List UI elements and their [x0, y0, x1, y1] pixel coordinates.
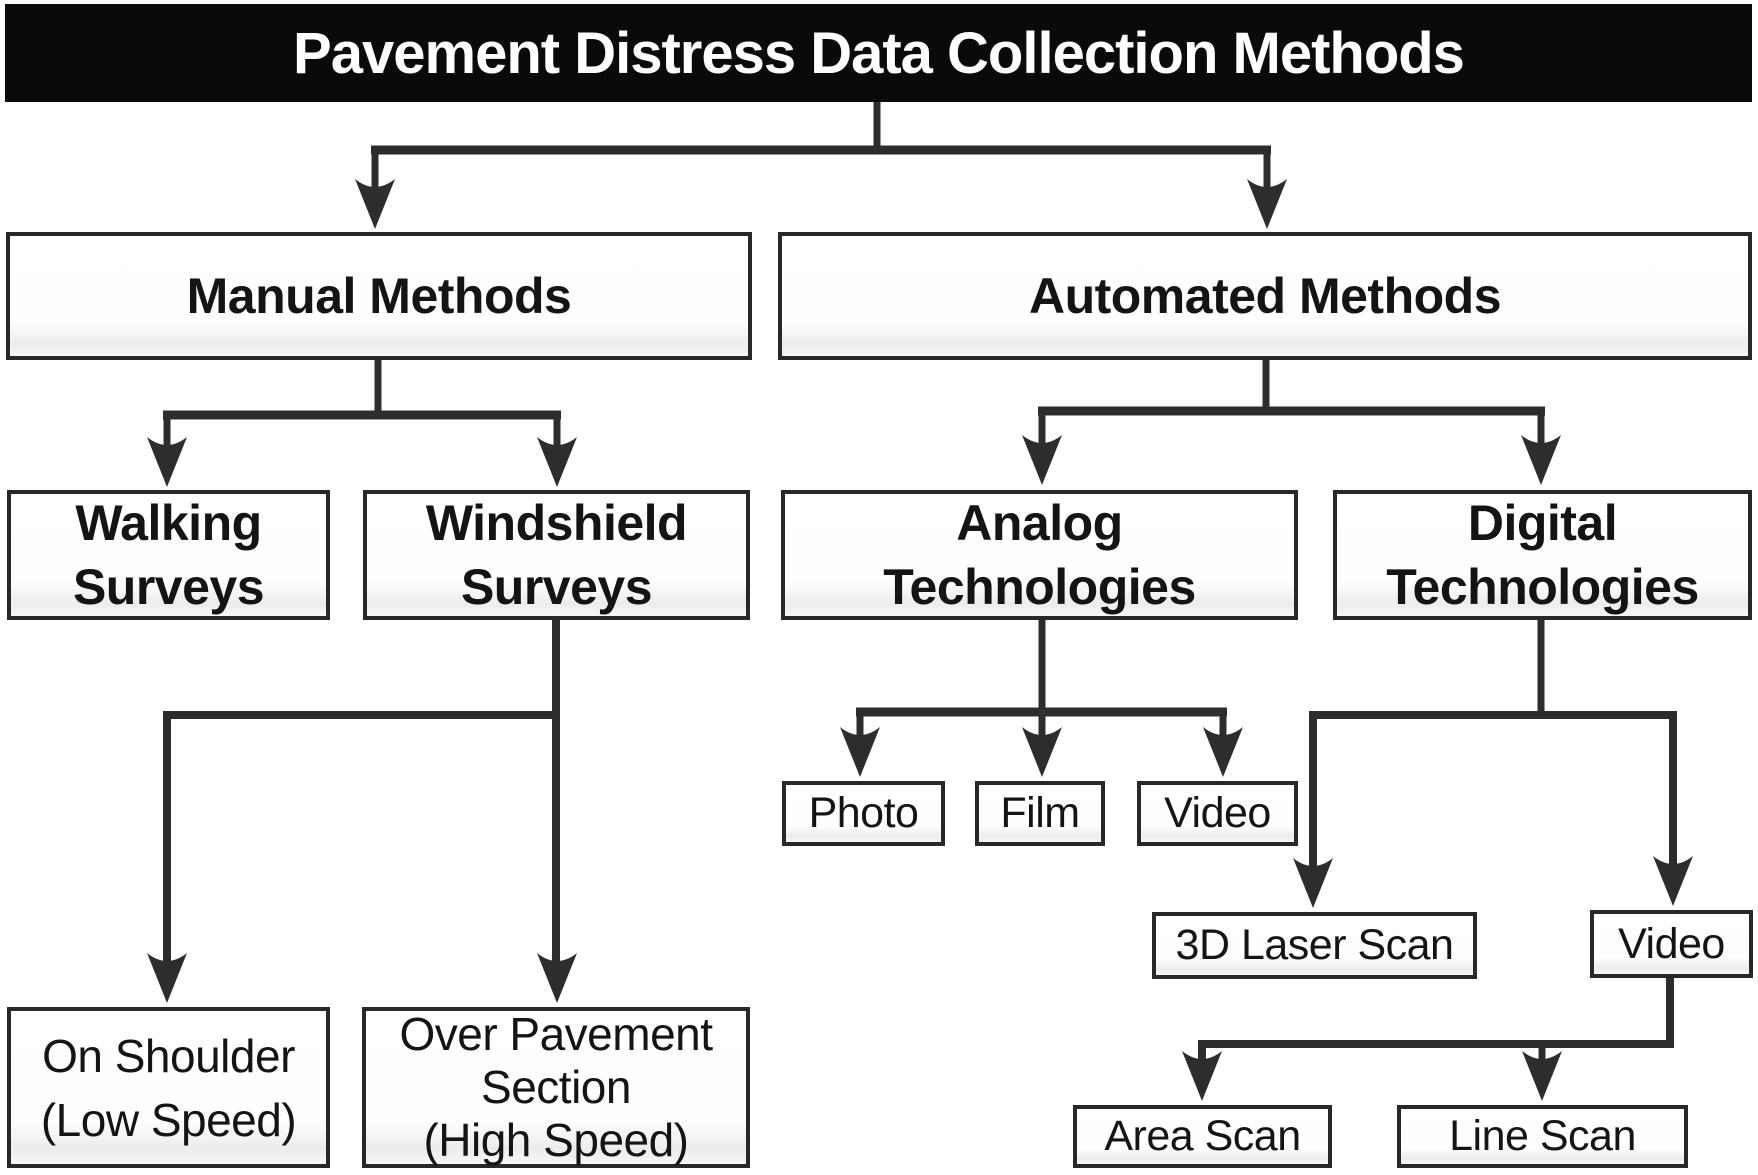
- node-label-line: On Shoulder: [42, 1029, 295, 1082]
- node-analog-technologies: Analog Technologies: [781, 490, 1298, 620]
- node-manual-methods: Manual Methods: [6, 232, 752, 360]
- arrowhead-manual: [355, 179, 395, 229]
- arrowhead-over-pavement: [537, 953, 577, 1003]
- node-photo: Photo: [782, 781, 945, 846]
- node-label-line: Digital: [1467, 495, 1618, 551]
- connector-automated-children: [1022, 360, 1561, 485]
- node-label: Film: [1000, 789, 1080, 837]
- node-line-scan: Line Scan: [1397, 1105, 1688, 1168]
- node-windshield-surveys: Windshield Surveys: [363, 490, 750, 620]
- node-label: Automated Methods: [1028, 268, 1502, 324]
- node-3d-laser-scan: 3D Laser Scan: [1152, 912, 1477, 979]
- connector-video-children: [1182, 978, 1674, 1101]
- arrowhead-windshield: [537, 437, 577, 487]
- node-label-line: (High Speed): [423, 1114, 689, 1166]
- node-over-pavement-section-high-speed: Over Pavement Section (High Speed): [362, 1007, 750, 1168]
- arrowhead-laser3d: [1293, 858, 1333, 908]
- node-label: Area Scan: [1104, 1112, 1301, 1160]
- node-label-line: Windshield: [425, 495, 688, 551]
- node-label-line: (Low Speed): [40, 1093, 297, 1146]
- node-label-line: Walking: [75, 495, 262, 551]
- node-label-line: Technologies: [1386, 559, 1699, 615]
- node-area-scan: Area Scan: [1073, 1105, 1332, 1168]
- node-label-line: Surveys: [460, 559, 653, 615]
- node-digital-technologies: Digital Technologies: [1333, 490, 1752, 620]
- node-label: Video: [1164, 789, 1271, 837]
- diagram-title-text: Pavement Distress Data Collection Method…: [293, 20, 1465, 86]
- node-on-shoulder-low-speed: On Shoulder (Low Speed): [7, 1007, 330, 1168]
- diagram-title: Pavement Distress Data Collection Method…: [5, 4, 1752, 102]
- connector-digital-children: [1293, 620, 1693, 908]
- node-label: Video: [1618, 919, 1725, 968]
- arrowhead-photo: [840, 727, 880, 777]
- arrowhead-on-shoulder: [147, 953, 187, 1003]
- arrowhead-digital: [1521, 435, 1561, 485]
- arrowhead-video-digital: [1653, 856, 1693, 906]
- connector-analog-children: [840, 620, 1243, 777]
- node-label: 3D Laser Scan: [1175, 921, 1454, 969]
- arrowhead-film: [1022, 727, 1062, 777]
- node-video-digital: Video: [1590, 910, 1753, 978]
- node-label-line: Analog: [956, 495, 1123, 551]
- node-label-line: Over Pavement: [399, 1008, 713, 1060]
- node-walking-surveys: Walking Surveys: [7, 490, 330, 620]
- node-automated-methods: Automated Methods: [778, 232, 1752, 360]
- node-label-line: Section: [481, 1061, 631, 1113]
- connector-manual-children: [147, 360, 577, 487]
- node-video-analog: Video: [1137, 781, 1298, 846]
- arrowhead-video-analog: [1203, 727, 1243, 777]
- node-label: Manual Methods: [186, 268, 572, 324]
- node-label: Line Scan: [1449, 1112, 1636, 1160]
- arrowhead-line-scan: [1522, 1051, 1562, 1101]
- arrowhead-analog: [1022, 435, 1062, 485]
- node-label-line: Technologies: [883, 559, 1196, 615]
- connector-title-to-methods: [355, 101, 1287, 229]
- node-film: Film: [975, 781, 1105, 846]
- arrowhead-automated: [1247, 179, 1287, 229]
- arrowhead-walking: [147, 437, 187, 487]
- node-label: Photo: [808, 789, 919, 837]
- arrowhead-area-scan: [1182, 1051, 1222, 1101]
- connector-windshield-children: [147, 620, 577, 1003]
- node-label-line: Surveys: [72, 559, 265, 615]
